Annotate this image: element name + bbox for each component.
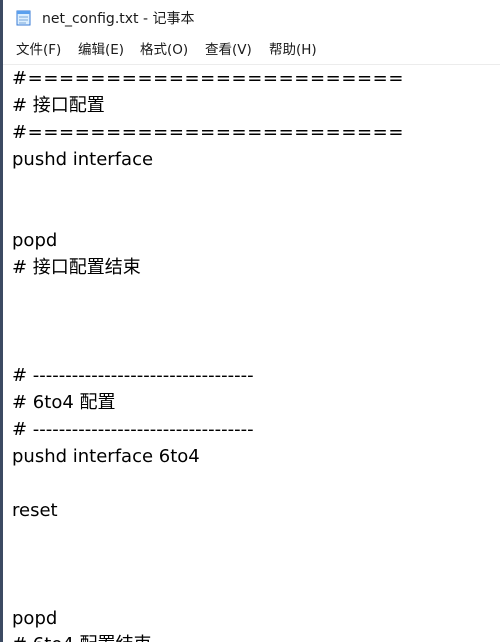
- text-line: #========================: [12, 122, 405, 143]
- text-line: reset: [12, 500, 58, 521]
- text-line: # 6to4 配置: [12, 392, 116, 413]
- text-line: # 接口配置结束: [12, 257, 141, 278]
- title-bar[interactable]: net_config.txt - 记事本: [1, 0, 500, 36]
- menu-edit[interactable]: 编辑(E): [78, 42, 125, 58]
- notepad-icon: [16, 10, 31, 26]
- text-line: # 6to4 配置结束: [12, 631, 152, 642]
- text-line: pushd interface 6to4: [12, 446, 200, 467]
- window-title: net_config.txt - 记事本: [42, 11, 195, 27]
- menu-help[interactable]: 帮助(H): [269, 42, 317, 58]
- menu-format[interactable]: 格式(O): [140, 42, 189, 58]
- text-line: #========================: [12, 68, 405, 89]
- text-line: # ----------------------------------: [12, 419, 254, 440]
- text-line: pushd interface: [12, 149, 154, 170]
- menu-bar: 文件(F) 编辑(E) 格式(O) 查看(V) 帮助(H): [1, 38, 500, 62]
- menu-file[interactable]: 文件(F): [16, 42, 62, 58]
- text-line: popd: [12, 230, 58, 251]
- menu-view[interactable]: 查看(V): [205, 42, 252, 58]
- text-editor-area[interactable]: #======================== # 接口配置 #======…: [1, 64, 500, 642]
- desktop-background: [0, 0, 3, 642]
- text-line: # ----------------------------------: [12, 365, 254, 386]
- text-line: # 接口配置: [12, 95, 105, 116]
- text-line: popd: [12, 608, 58, 629]
